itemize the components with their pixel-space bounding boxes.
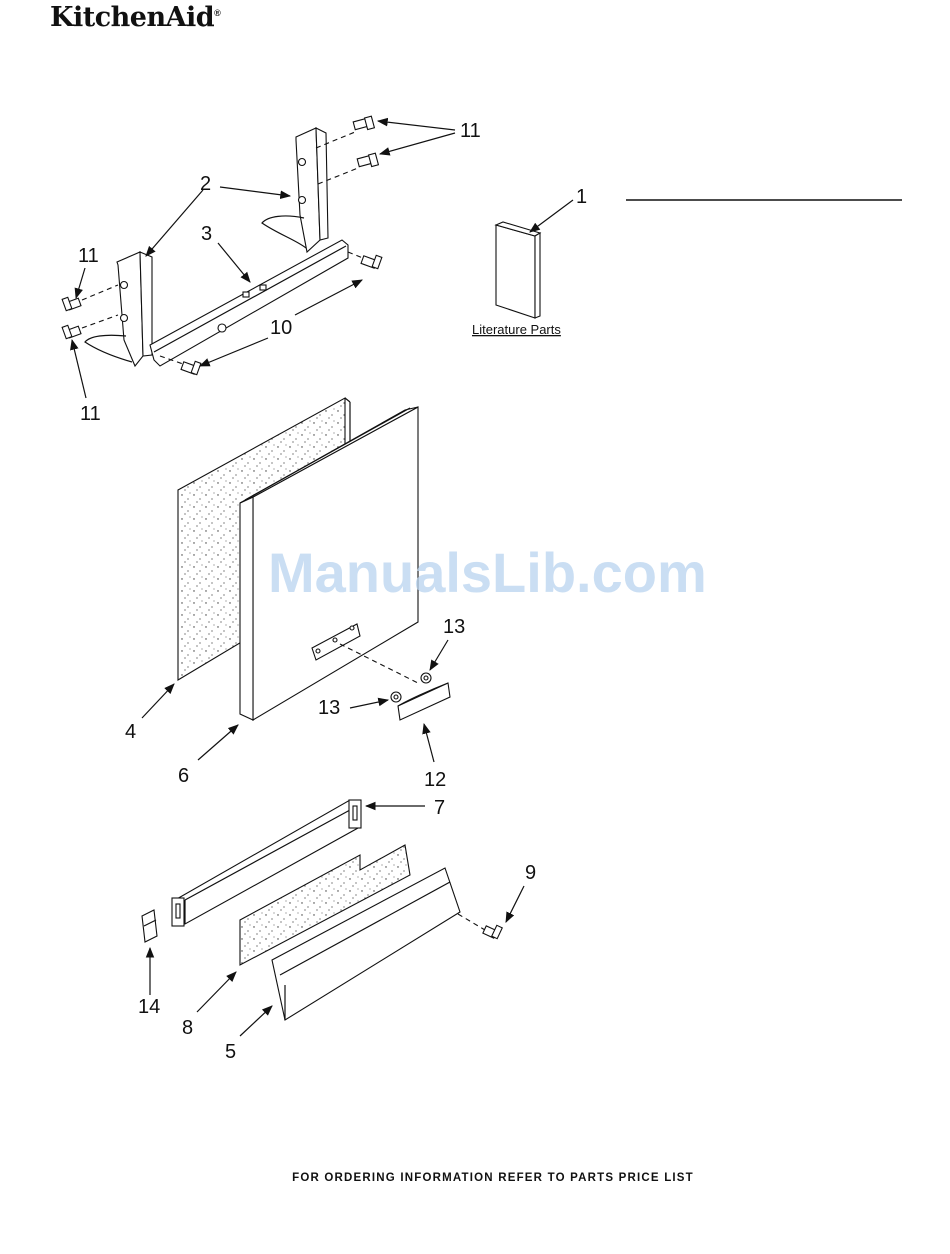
leader-13-upper: [430, 640, 448, 670]
ordering-footer: FOR ORDERING INFORMATION REFER TO PARTS …: [18, 1172, 950, 1184]
screw-11-left-b: [62, 325, 81, 338]
callout-2: 2: [200, 173, 211, 195]
leader-6: [198, 725, 238, 760]
literature-parts-label: Literature Parts: [472, 322, 561, 337]
leader-11-left-lower: [72, 340, 86, 398]
callout-5: 5: [225, 1041, 236, 1063]
callout-13-upper: 13: [443, 616, 465, 638]
callout-6: 6: [178, 765, 189, 787]
leader-8: [197, 972, 236, 1012]
callout-12: 12: [424, 769, 446, 791]
leader-10-right: [295, 280, 362, 315]
callout-11-left-lower: 11: [80, 403, 101, 425]
callout-11-left-upper: 11: [78, 245, 99, 267]
leader-5: [240, 1006, 272, 1036]
nut-13-upper: [421, 673, 431, 683]
watermark: ManualsLib.com: [268, 540, 707, 605]
screw-10-left: [181, 361, 201, 374]
screw-10-right: [361, 255, 382, 268]
leader-9: [506, 886, 524, 922]
nut-13-lower: [391, 692, 401, 702]
leader-10-left: [200, 338, 268, 366]
leader-12: [424, 724, 434, 762]
screw-11-top-a: [353, 116, 374, 130]
callout-13-lower: 13: [318, 697, 340, 719]
callout-3: 3: [201, 223, 212, 245]
screw-9: [483, 925, 502, 938]
leader-2-left: [146, 190, 203, 256]
callout-8: 8: [182, 1017, 193, 1039]
leader-11-top-b: [380, 133, 455, 154]
callout-10: 10: [270, 317, 292, 339]
leader-11-top-a: [378, 121, 455, 130]
callout-1: 1: [576, 186, 587, 208]
leader-1: [530, 200, 573, 232]
callout-7: 7: [434, 797, 445, 819]
leader-2-right: [220, 187, 290, 196]
screw-11-top-b: [357, 153, 378, 167]
callout-14: 14: [138, 996, 160, 1018]
clip: [142, 910, 157, 942]
leader-4: [142, 684, 174, 718]
leader-11-left-upper: [76, 268, 85, 298]
callout-11-top: 11: [460, 120, 481, 142]
literature-booklet: [496, 222, 540, 318]
callout-4: 4: [125, 721, 136, 743]
mounting-bracket-left: [85, 252, 152, 366]
screw-11-left-a: [62, 297, 81, 310]
leader-13-lower: [350, 700, 388, 708]
callout-9: 9: [525, 862, 536, 884]
door-handle: [398, 683, 450, 720]
leader-3: [218, 243, 250, 282]
